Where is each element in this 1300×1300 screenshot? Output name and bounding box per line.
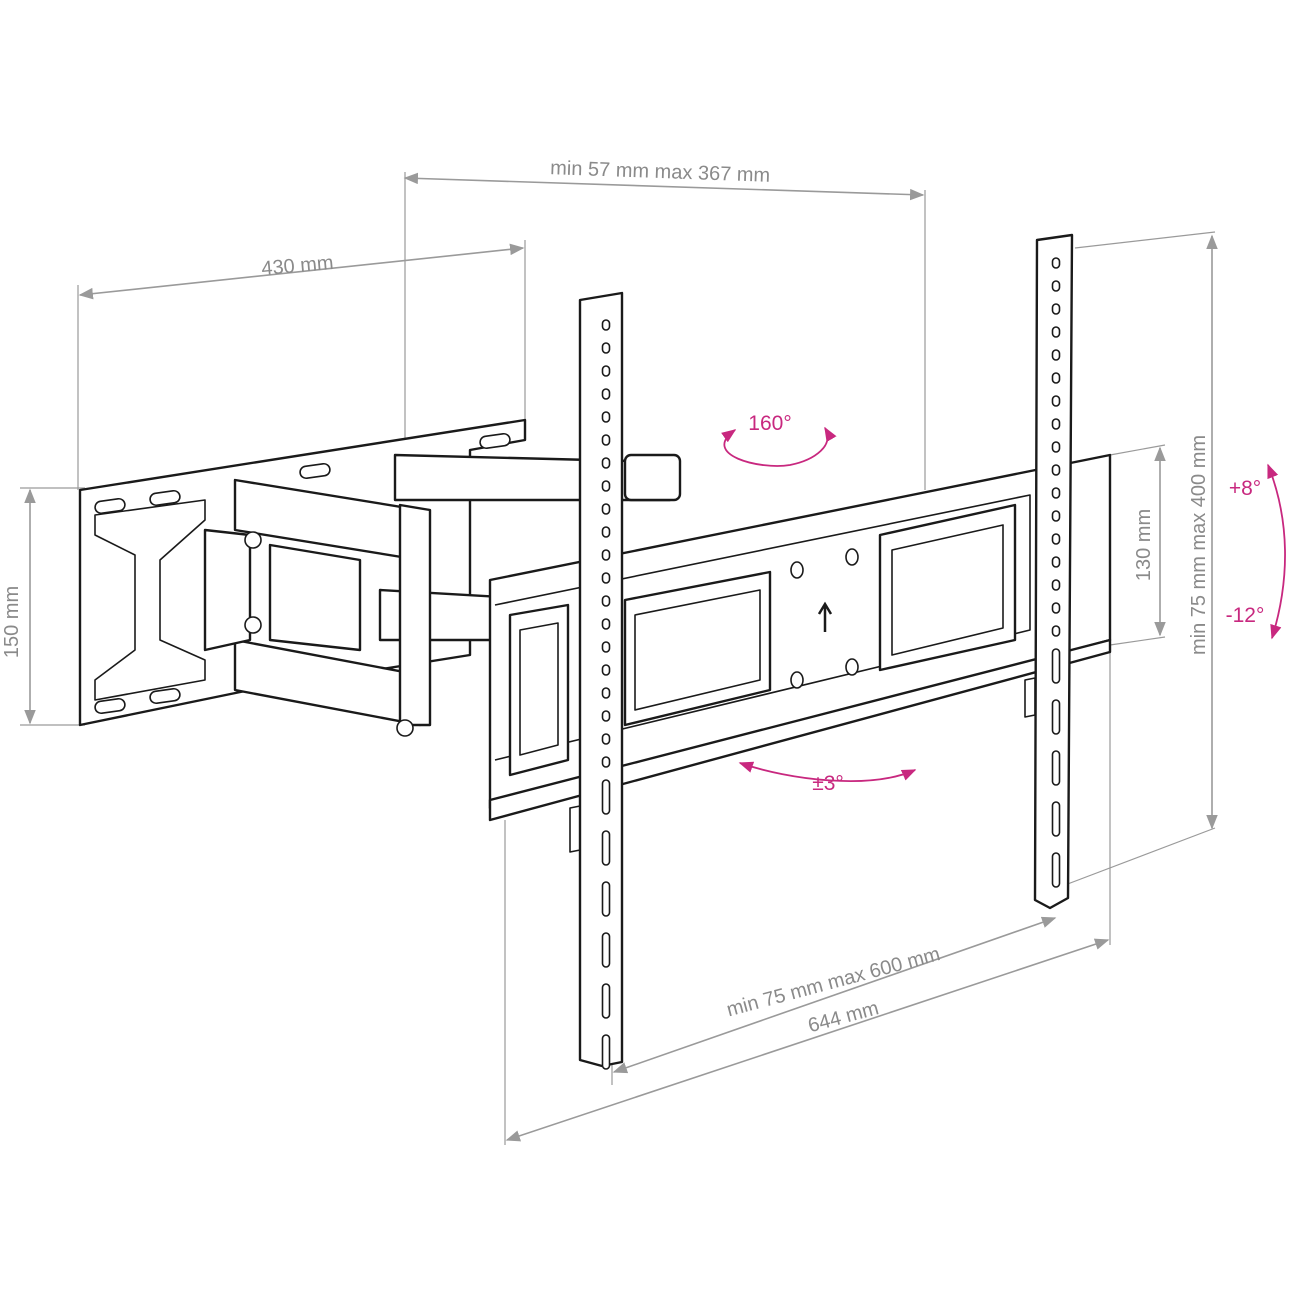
label-swivel: 160° — [748, 412, 791, 435]
label-bracket-width: 644 mm — [806, 997, 881, 1037]
rail-hole — [601, 1034, 611, 1070]
rail-hole — [1051, 303, 1061, 315]
rotation-indicator: ±3° — [738, 761, 917, 795]
rail-hole — [601, 342, 611, 354]
rail-hole — [601, 319, 611, 331]
rail-hole — [601, 983, 611, 1019]
tilt-indicator: +8° -12° — [1226, 463, 1286, 640]
dim-bracket-width — [505, 938, 1110, 1142]
rail-hole — [1051, 801, 1061, 837]
rail-hole — [1051, 395, 1061, 407]
up-arrow-icon — [817, 601, 833, 632]
rail-hole — [601, 549, 611, 561]
rail-hole — [1051, 648, 1061, 684]
rail-hole — [1051, 418, 1061, 430]
right-vertical-rail — [1024, 233, 1074, 910]
rail-hole — [1051, 579, 1061, 591]
label-wall-plate-width: 430 mm — [261, 252, 335, 280]
rail-hole — [601, 618, 611, 630]
rail-hole — [601, 411, 611, 423]
rail-hole — [601, 932, 611, 968]
rail-hole — [1051, 257, 1061, 269]
rail-hole — [601, 664, 611, 676]
rail-hole — [1051, 556, 1061, 568]
rail-hole — [1051, 326, 1061, 338]
dim-vesa-horizontal — [612, 916, 1057, 1074]
rail-hole — [1051, 464, 1061, 476]
tv-bracket — [488, 453, 1112, 822]
rail-hole — [601, 434, 611, 446]
rail-hole — [601, 365, 611, 377]
label-vesa-vertical: min 75 mm max 400 mm — [1188, 435, 1210, 655]
rail-hole — [601, 388, 611, 400]
rail-hole — [601, 572, 611, 584]
rail-hole — [1051, 602, 1061, 614]
rail-hole — [601, 687, 611, 699]
dim-arm-extension — [403, 172, 925, 201]
rail-hole — [1051, 349, 1061, 361]
dimension-lines — [24, 172, 1218, 1142]
rail-hole — [601, 595, 611, 607]
rail-hole — [601, 881, 611, 917]
rail-hole — [601, 733, 611, 745]
rail-hole — [601, 830, 611, 866]
rail-hole — [601, 526, 611, 538]
dim-wall-plate-width — [78, 243, 525, 300]
label-tilt-up: +8° — [1229, 477, 1261, 500]
label-bracket-height: 130 mm — [1133, 509, 1155, 581]
rail-hole — [601, 480, 611, 492]
rail-hole — [1051, 750, 1061, 786]
rail-hole — [1051, 372, 1061, 384]
label-rotation: ±3° — [812, 772, 844, 795]
left-vertical-rail — [569, 291, 624, 1070]
rail-hole — [1051, 625, 1061, 637]
rail-hole — [1051, 533, 1061, 545]
rail-hole — [601, 756, 611, 768]
rail-hole — [1051, 280, 1061, 292]
rail-hole — [601, 641, 611, 653]
rail-hole — [1051, 699, 1061, 735]
label-arm-extension: min 57 mm max 367 mm — [550, 157, 771, 187]
rail-hole — [1051, 852, 1061, 888]
rail-hole — [1051, 441, 1061, 453]
rail-hole — [601, 457, 611, 469]
label-tilt-down: -12° — [1226, 604, 1265, 627]
rail-hole — [1051, 510, 1061, 522]
rail-hole — [1051, 487, 1061, 499]
rail-hole — [601, 503, 611, 515]
rail-hole — [601, 779, 611, 815]
rail-hole — [601, 710, 611, 722]
swivel-indicator: 160° — [721, 412, 837, 467]
label-wall-plate-height: 150 mm — [1, 586, 23, 658]
